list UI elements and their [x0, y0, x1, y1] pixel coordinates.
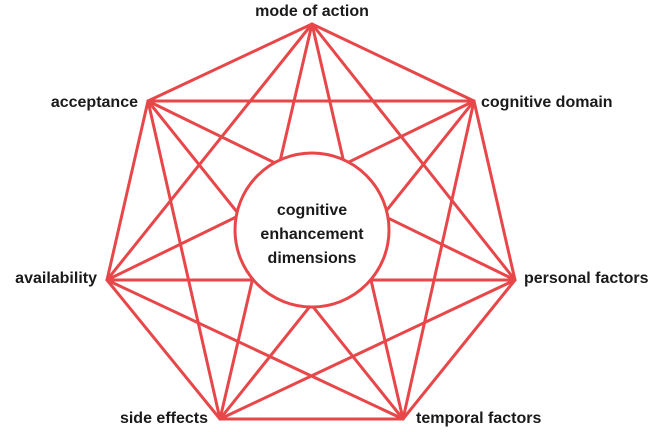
node-label-personal-factors: personal factors — [524, 270, 649, 287]
node-label-acceptance: acceptance — [51, 94, 138, 111]
edge-personal-factors-to-side-effects — [218, 278, 517, 421]
edge-availability-to-acceptance — [105, 99, 150, 282]
node-label-mode-of-action: mode of action — [255, 3, 369, 20]
center-label-line-1: cognitive — [277, 202, 347, 219]
center-label-line-2: enhancement — [260, 226, 364, 243]
edge-mode-of-action-to-personal-factors — [310, 22, 517, 282]
node-label-cognitive-domain: cognitive domain — [481, 94, 613, 111]
edge-side-effects-to-acceptance — [146, 99, 222, 421]
edge-temporal-factors-to-availability — [105, 278, 405, 421]
edge-personal-factors-to-temporal-factors — [401, 278, 517, 421]
edge-side-effects-to-availability — [105, 278, 222, 421]
edge-mode-of-action-to-acceptance — [146, 22, 314, 103]
edge-cognitive-domain-to-temporal-factors — [401, 99, 476, 421]
edge-mode-of-action-to-availability — [105, 22, 314, 282]
node-label-temporal-factors: temporal factors — [416, 410, 541, 427]
center-circle — [233, 151, 391, 309]
node-label-side-effects: side effects — [120, 410, 208, 427]
node-label-availability: availability — [15, 270, 97, 287]
edge-cognitive-domain-to-personal-factors — [472, 99, 517, 282]
edge-mode-of-action-to-cognitive-domain — [310, 22, 476, 103]
center-label-line-3: dimensions — [268, 250, 357, 267]
